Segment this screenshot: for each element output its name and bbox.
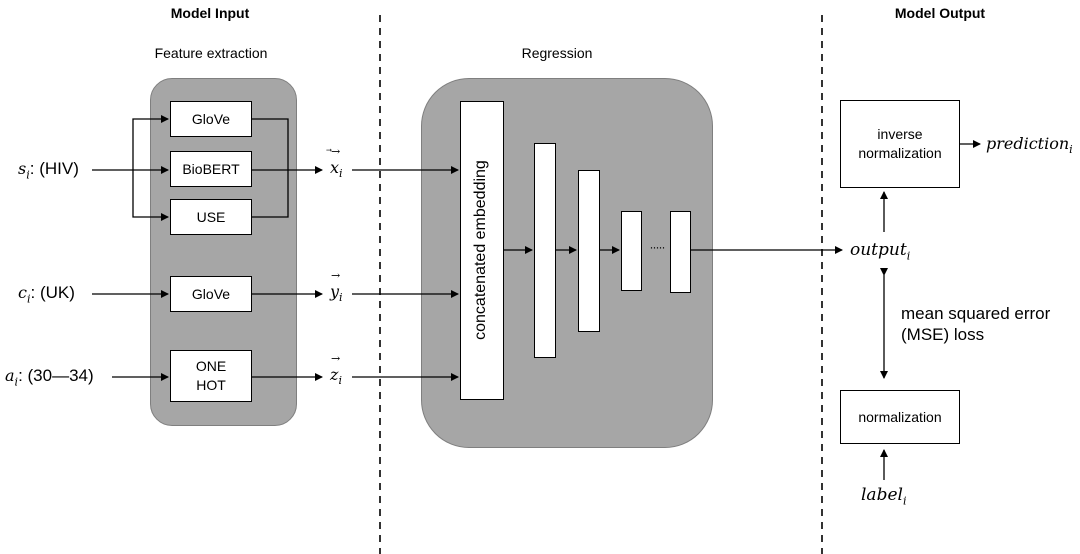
input-c-label: ci: (UK) <box>18 283 75 306</box>
glove-box-country: GloVe <box>170 276 252 312</box>
s-branch-top <box>132 115 169 170</box>
vector-z-label: →zi <box>330 352 342 388</box>
vector-x-label: ⃗→xi <box>330 145 343 181</box>
vector-y-label: →yi <box>330 269 343 305</box>
biobert-box: BioBERT <box>170 151 252 187</box>
glove-box-top: GloVe <box>170 101 252 137</box>
model-input-header: Model Input <box>170 5 250 21</box>
use-box: USE <box>170 199 252 235</box>
regression-header: Regression <box>521 45 593 61</box>
input-a-label: ai: (30—34) <box>5 366 94 389</box>
output-label: outputi <box>850 240 911 263</box>
hidden-layer-last <box>670 211 691 293</box>
glove-merge-line <box>252 118 289 218</box>
hidden-layer-2 <box>578 170 600 332</box>
hidden-layer-1 <box>534 143 556 358</box>
s-branch-bottom <box>132 170 169 221</box>
input-s-label: si: (HIV) <box>18 159 79 182</box>
normalization-box: normalization <box>840 390 960 444</box>
feature-extraction-header: Feature extraction <box>154 45 268 61</box>
concatenated-embedding-label: concatenated embedding <box>472 160 489 340</box>
model-output-header: Model Output <box>894 5 986 21</box>
mse-loss-label: mean squared error (MSE) loss <box>901 304 1051 345</box>
hidden-layer-3 <box>621 211 642 291</box>
label-text: labeli <box>861 485 907 508</box>
concatenated-embedding-box <box>460 101 504 400</box>
layers-ellipsis: ····· <box>649 240 666 254</box>
prediction-label: predictioni <box>986 134 1073 157</box>
